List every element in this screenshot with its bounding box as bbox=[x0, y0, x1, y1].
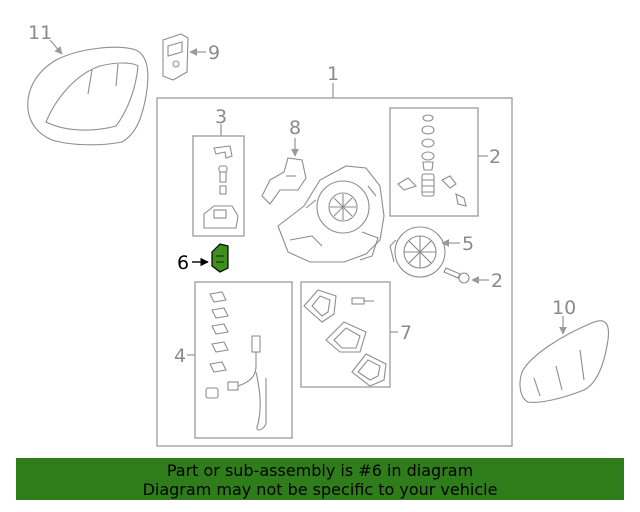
group-2-frame bbox=[389, 107, 479, 217]
group-4-frame bbox=[194, 281, 293, 439]
banner-line-2: Diagram may not be specific to your vehi… bbox=[142, 480, 498, 499]
callout-6: 6 bbox=[177, 252, 189, 274]
part-4-wiring-components bbox=[205, 291, 267, 431]
callout-10: 10 bbox=[552, 297, 576, 319]
callout-9: 9 bbox=[208, 42, 220, 64]
part-2-screw bbox=[443, 267, 470, 284]
group-7-frame bbox=[300, 281, 391, 388]
part-9-bracket bbox=[162, 33, 189, 81]
callout-5: 5 bbox=[462, 233, 474, 255]
callout-4: 4 bbox=[174, 345, 186, 367]
part-6-highlighted[interactable] bbox=[211, 243, 229, 273]
part-2-hardware bbox=[397, 114, 467, 207]
callout-11: 11 bbox=[28, 22, 52, 44]
part-8-actuator-arm bbox=[261, 157, 307, 205]
part-10-mirror-glass bbox=[519, 320, 610, 403]
mirror-housing-assembly bbox=[277, 165, 385, 263]
callout-8: 8 bbox=[289, 117, 301, 139]
part-7-glass-components bbox=[303, 289, 387, 387]
info-banner: Part or sub-assembly is #6 in diagram Di… bbox=[16, 458, 624, 500]
callout-7: 7 bbox=[400, 322, 412, 344]
callout-3: 3 bbox=[215, 106, 227, 128]
part-11-mirror-cover bbox=[27, 46, 149, 146]
callout-1: 1 bbox=[327, 63, 339, 85]
banner-line-1: Part or sub-assembly is #6 in diagram bbox=[166, 461, 474, 480]
group-3-frame bbox=[192, 135, 245, 237]
assembly-frame bbox=[156, 97, 513, 447]
part-5-motor bbox=[389, 226, 446, 278]
callout-2-lower: 2 bbox=[491, 270, 503, 292]
part-3-components bbox=[203, 145, 239, 229]
callout-2-upper: 2 bbox=[489, 146, 501, 168]
